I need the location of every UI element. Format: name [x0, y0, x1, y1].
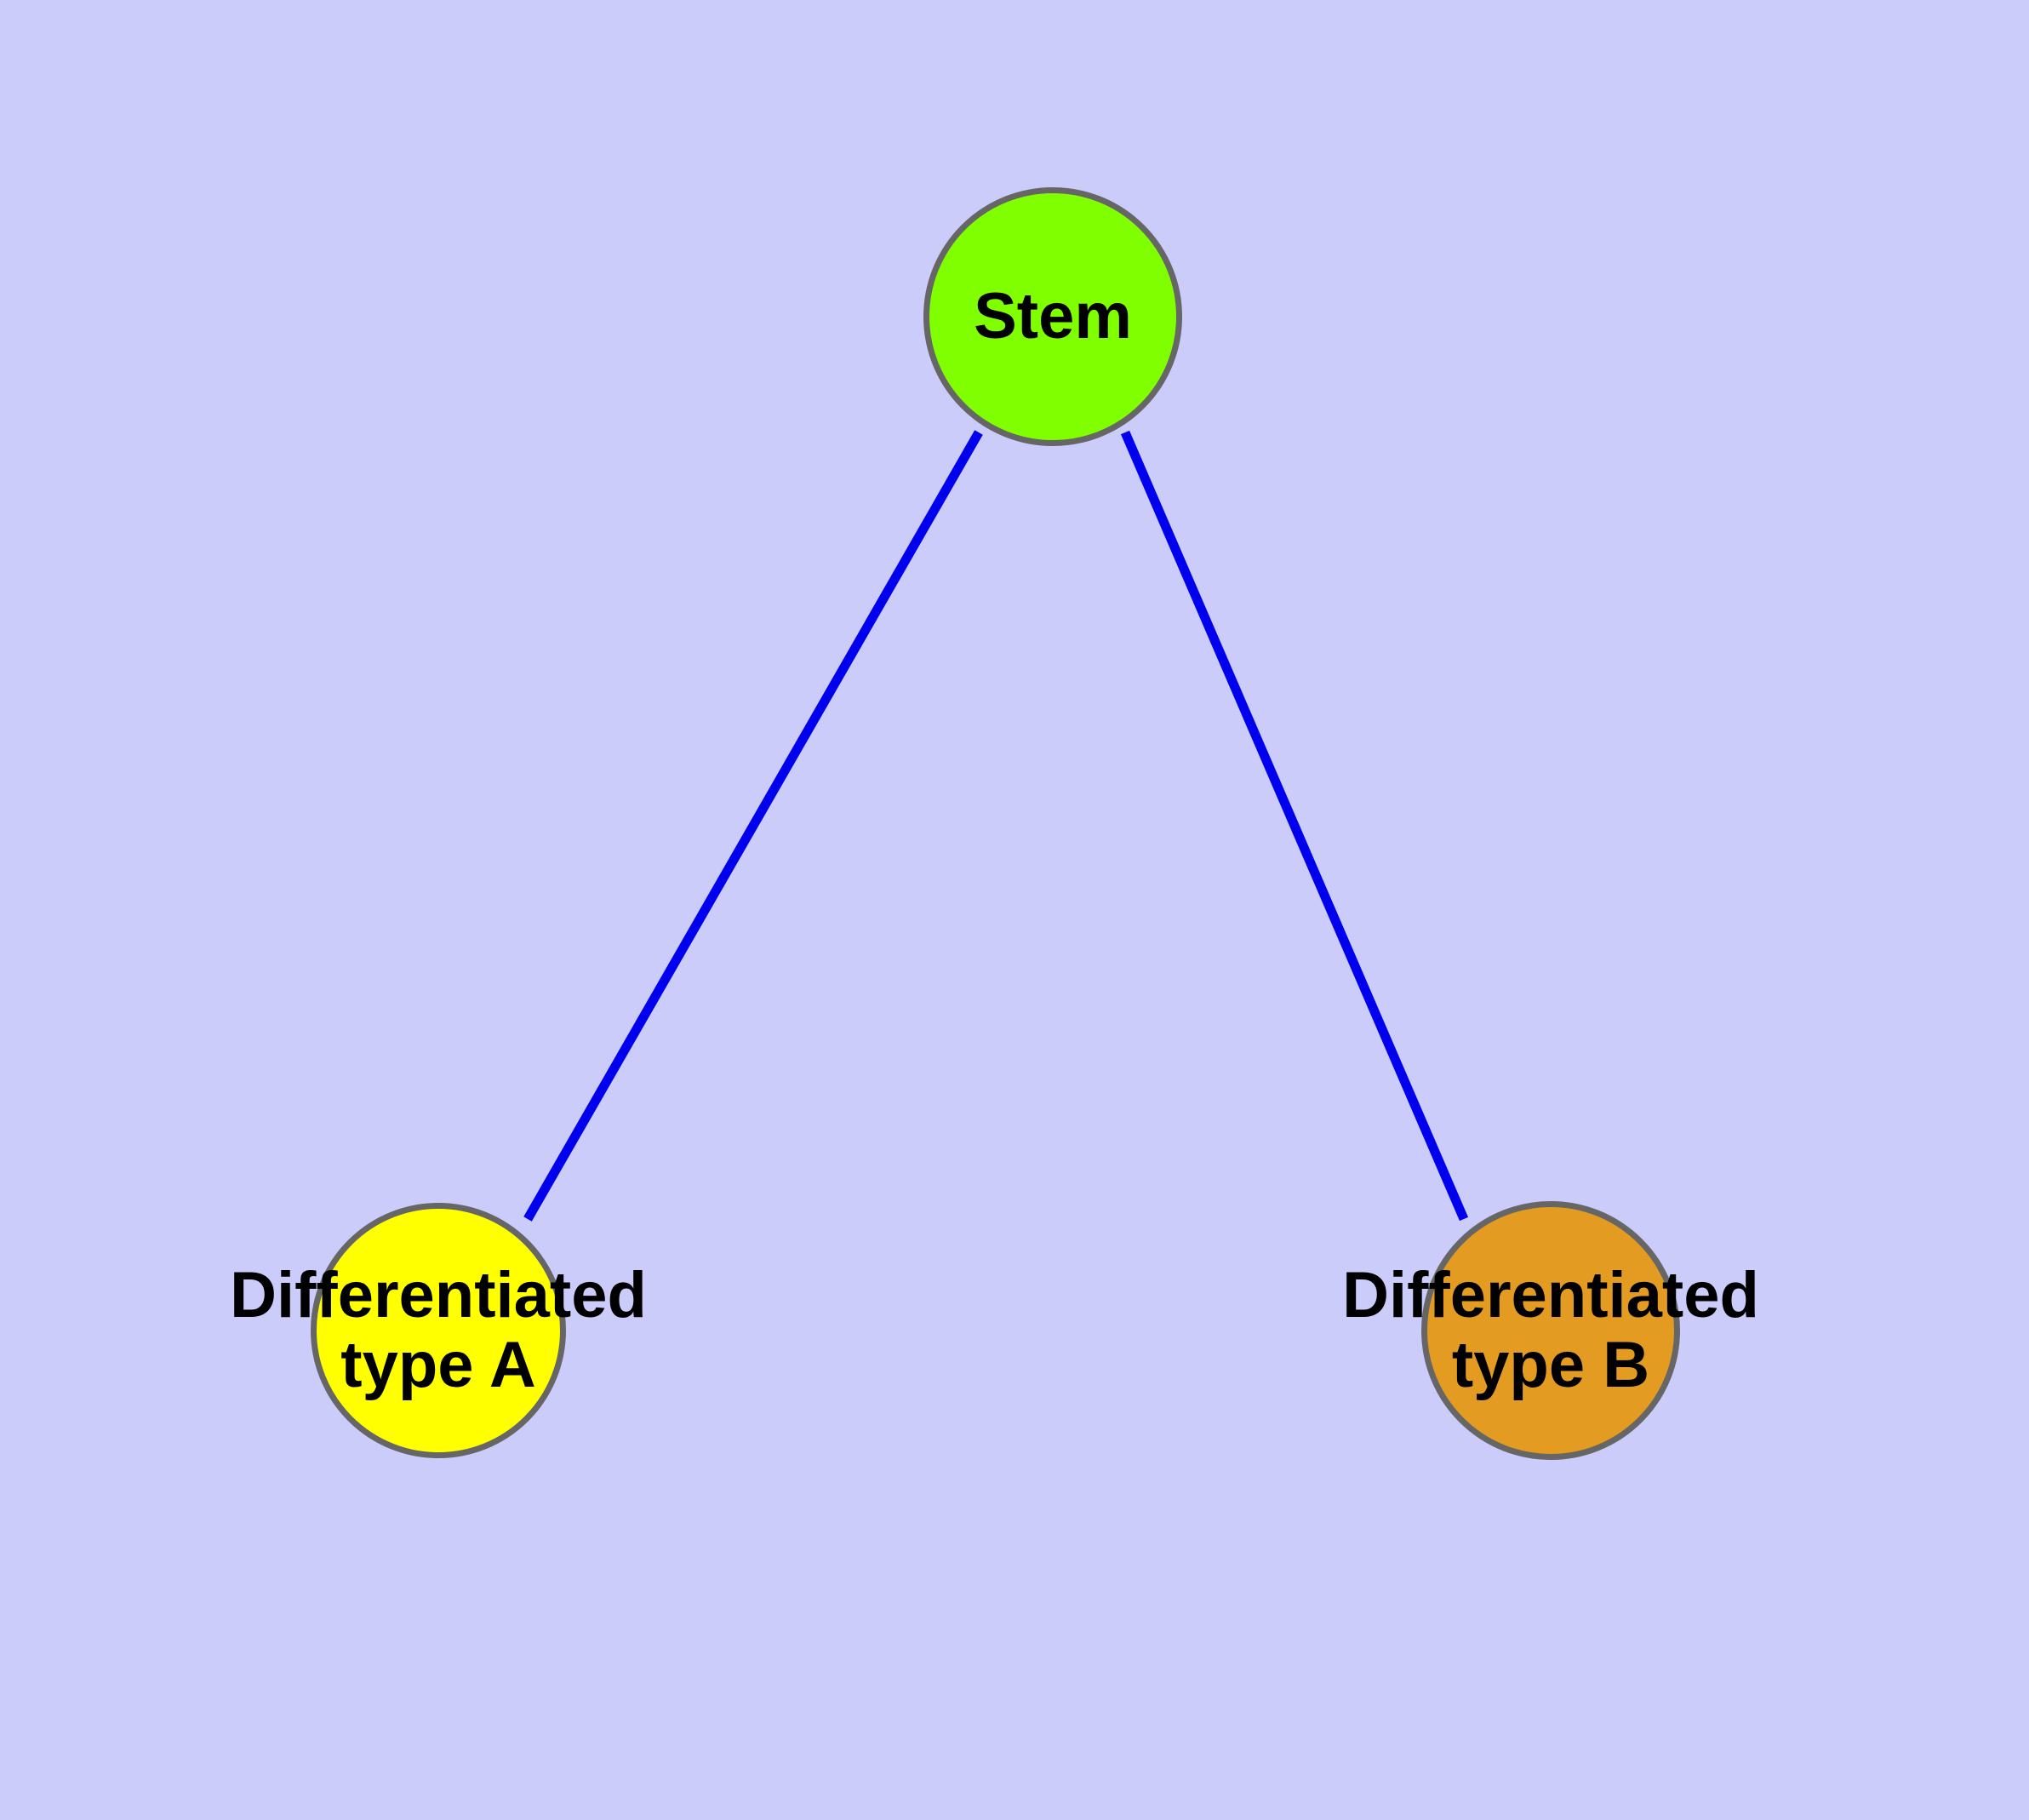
node-differentiated-type-b[interactable]: [1421, 1201, 1680, 1460]
edge-stem-to-differentiated-type-a[interactable]: [523, 430, 983, 1222]
edge-stem-to-differentiated-type-b[interactable]: [1120, 430, 1469, 1222]
node-differentiated-type-a[interactable]: [311, 1203, 566, 1458]
node-stem[interactable]: [923, 187, 1182, 446]
